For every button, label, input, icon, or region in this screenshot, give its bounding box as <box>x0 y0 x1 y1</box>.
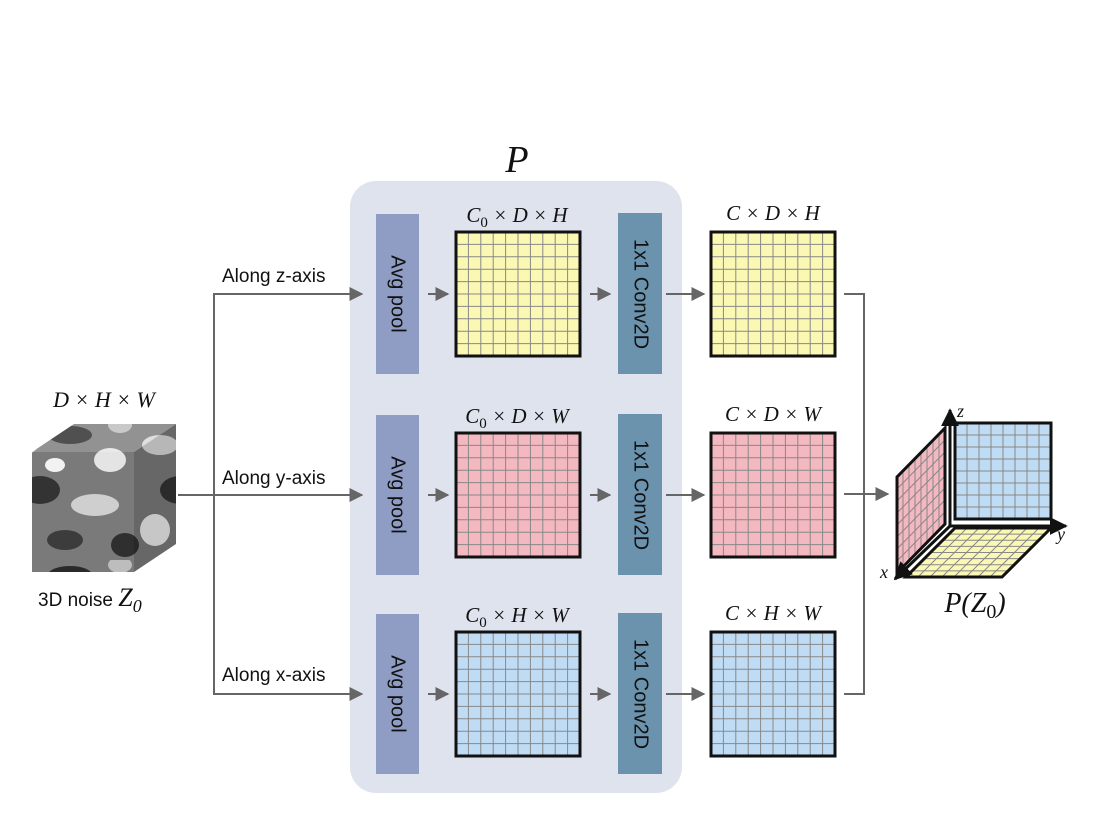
pooled-dims-sub-z: 0 <box>480 215 488 231</box>
noise-cube <box>32 424 176 572</box>
branch-y-axis-label: Along y-axis <box>222 468 326 489</box>
branch-z-axis-label: Along z-axis <box>222 266 326 287</box>
input-dims-label: D × H × W <box>52 387 156 412</box>
split-connector-top <box>213 287 364 495</box>
pooled-feature-grid-y <box>454 431 582 559</box>
avg-pool-label-x: Avg pool <box>387 655 409 732</box>
avg-pool-label-z: Avg pool <box>387 255 409 332</box>
input-caption: 3D noise Z0 <box>38 583 142 616</box>
pooled-dims-c-x: C <box>465 603 480 627</box>
output-plane-grid-x <box>709 630 837 758</box>
pooled-dims-label-y: C0 × D × W <box>465 404 571 432</box>
split-connector-bottom <box>213 495 364 701</box>
input-caption-math: Z <box>118 583 133 612</box>
pooled-dims-label-z: C0 × D × H <box>466 203 569 231</box>
output-axis-y-label: y <box>1055 524 1065 544</box>
output-caption-pre: P(Z <box>943 588 986 619</box>
axis-x-arrow <box>893 524 952 581</box>
conv-box-z <box>618 213 662 374</box>
diagram-title: P <box>504 139 528 181</box>
pooled-feature-grid-z <box>454 230 582 358</box>
conv-label-z: 1x1 Conv2D <box>630 239 652 349</box>
pooled-dims-sub-y: 0 <box>479 416 487 432</box>
avg-pool-label-y: Avg pool <box>387 456 409 533</box>
output-dims-label-y: C × D × W <box>725 402 824 426</box>
conv-box-x <box>618 613 662 774</box>
output-plane-grid-y <box>709 431 837 559</box>
pooled-dims-label-x: C0 × H × W <box>465 603 571 631</box>
triplane-bottom-plane <box>902 526 1055 579</box>
pooled-dims-rest-z: × D × H <box>488 203 570 227</box>
triplane-output <box>893 408 1068 581</box>
branch-z: Avg pool C0 × D × H 1x1 Conv2D C × D × H <box>376 201 837 374</box>
branch-x: Avg pool C0 × H × W 1x1 Conv2D C × H × W <box>376 601 837 774</box>
conv-label-y: 1x1 Conv2D <box>630 440 652 550</box>
output-dims-label-z: C × D × H <box>726 201 822 225</box>
output-axis-x-label: x <box>879 562 888 582</box>
triplane-left-plane <box>895 424 947 577</box>
output-caption-post: ) <box>994 588 1005 619</box>
pooled-dims-c-y: C <box>465 404 480 428</box>
input-caption-text: 3D noise <box>38 590 118 611</box>
pooled-dims-rest-x: × H × W <box>487 603 572 627</box>
output-axis-z-label: z <box>956 401 964 421</box>
conv-label-x: 1x1 Conv2D <box>630 639 652 749</box>
pooled-feature-grid-x <box>454 630 582 758</box>
pooled-dims-rest-y: × D × W <box>487 404 572 428</box>
output-caption: P(Z0) <box>943 588 1005 623</box>
avg-pool-box-z <box>376 214 419 374</box>
triplane-back-plane <box>953 421 1053 521</box>
avg-pool-box-x <box>376 614 419 774</box>
conv-box-y <box>618 414 662 575</box>
pooled-dims-c-z: C <box>466 203 481 227</box>
branch-y: Avg pool C0 × D × W 1x1 Conv2D C × D × W <box>376 402 837 575</box>
avg-pool-box-y <box>376 415 419 575</box>
output-plane-grid-z <box>709 230 837 358</box>
output-dims-label-x: C × H × W <box>725 601 824 625</box>
output-caption-sub: 0 <box>986 601 996 623</box>
pooled-dims-sub-x: 0 <box>479 615 487 631</box>
input-caption-sub: 0 <box>133 596 142 616</box>
branch-x-axis-label: Along x-axis <box>222 665 326 686</box>
